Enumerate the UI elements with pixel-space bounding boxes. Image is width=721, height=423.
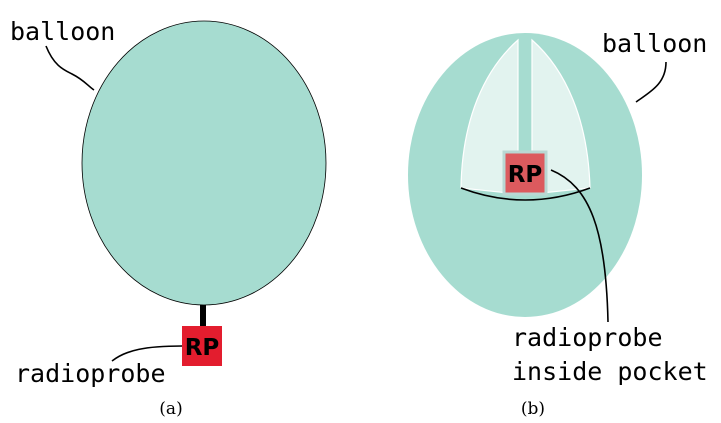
panel-b: RP balloon radioprobe inside pocket (b) [408, 29, 708, 419]
balloon-label-b: balloon [602, 29, 707, 58]
radioprobe-label-b-line2: inside pocket [512, 357, 708, 386]
tether-a [200, 305, 206, 327]
radioprobe-label-a: radioprobe [15, 359, 166, 388]
balloon-label-a: balloon [10, 17, 115, 46]
radioprobe-label-b-line1: radioprobe [512, 323, 663, 352]
balloon-a [81, 20, 327, 306]
radioprobe-box-b [502, 150, 548, 196]
rp-label-b: RP [508, 162, 543, 188]
balloon-leader-line-b [635, 61, 667, 103]
balloon-leader-line-a [45, 45, 95, 91]
caption-b: (b) [521, 399, 545, 419]
caption-a: (a) [159, 399, 182, 419]
panel-a: balloon RP radioprobe (a) [10, 17, 327, 419]
radioprobe-leader-line-b [550, 169, 609, 323]
radioprobe-leader-line-a [111, 345, 183, 362]
rp-label-a: RP [185, 335, 220, 361]
radioprobe-box-a [182, 326, 222, 366]
pocket-bottom-line [460, 187, 591, 201]
